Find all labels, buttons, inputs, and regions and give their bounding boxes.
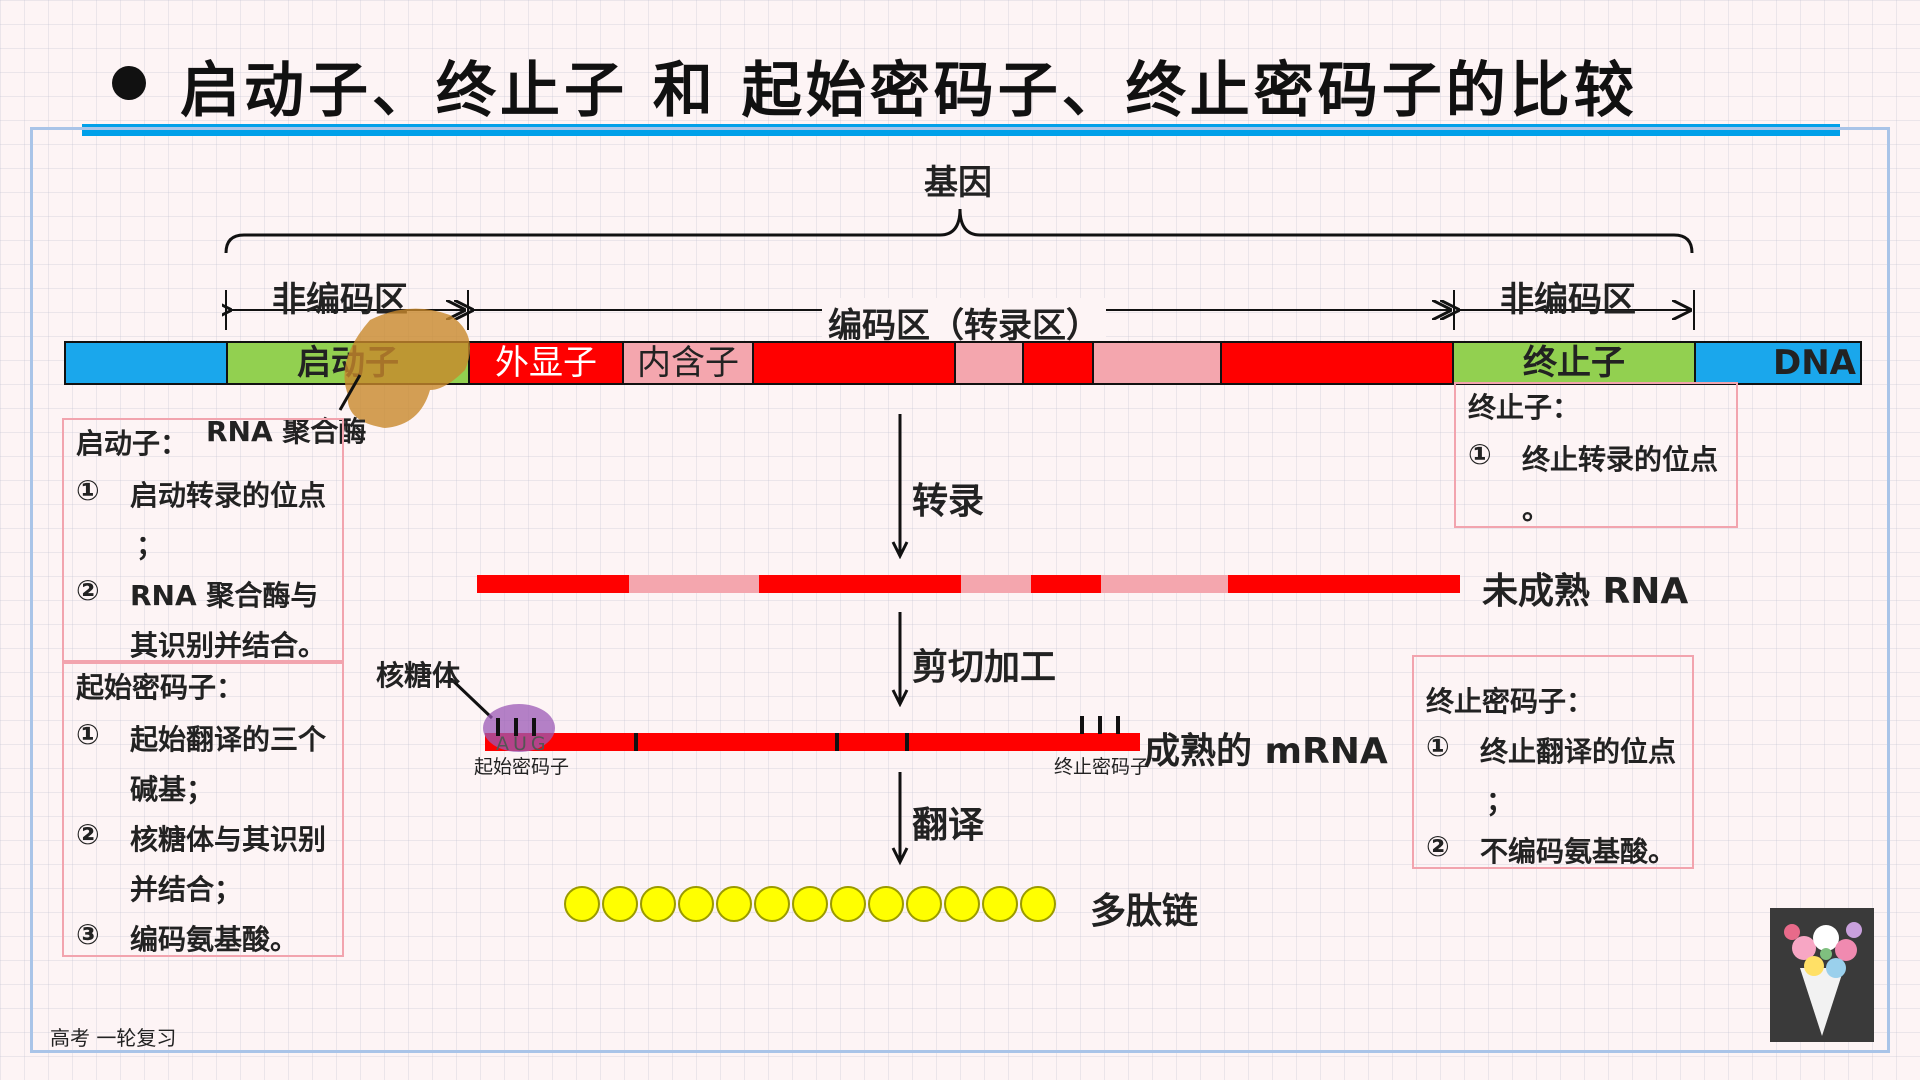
rna-polymerase-shape	[338, 308, 470, 428]
exon-segment	[1220, 341, 1456, 385]
translation-label: 翻译	[912, 805, 985, 846]
list-number: ②	[76, 574, 100, 607]
amino-acid-bead	[906, 886, 942, 922]
transcription-arrow	[891, 414, 909, 559]
terminator-segment: 终止子	[1452, 341, 1696, 385]
amino-acid-bead	[678, 886, 714, 922]
stop-codon-point-1-end: ；	[1486, 785, 1515, 818]
intron-segment	[954, 341, 1024, 385]
exon-segment	[752, 341, 956, 385]
rna-intron	[629, 575, 759, 593]
amino-acid-bead	[982, 886, 1018, 922]
mature-mrna-strand	[485, 733, 1140, 751]
rna-exon	[759, 575, 961, 593]
title-bullet	[112, 66, 146, 100]
rna-intron	[961, 575, 1031, 593]
start-codon-point-2: 核糖体与其识别	[130, 823, 327, 856]
start-codon-point-2-cont: 并结合；	[130, 873, 243, 906]
promoter-point-2-cont: 其识别并结合。	[130, 629, 327, 662]
dna-flank-right: DNA	[1694, 341, 1862, 385]
stop-codon-point-1: 终止翻译的位点	[1480, 735, 1677, 768]
rna-polymerase-label: RNA 聚合酶	[206, 415, 367, 448]
dna-flank-left	[64, 341, 228, 385]
footer-text: 高考 一轮复习	[50, 1026, 177, 1050]
promoter-point-1: 启动转录的位点	[130, 479, 327, 512]
start-codon-point-3: 编码氨基酸。	[130, 923, 299, 956]
amino-acid-bead	[830, 886, 866, 922]
rna-intron	[1101, 575, 1228, 593]
polypeptide-label: 多肽链	[1090, 891, 1199, 932]
ribosome-shape	[448, 678, 555, 752]
terminator-info-box	[1454, 382, 1738, 528]
stop-codon-label: 终止密码子	[1054, 756, 1150, 778]
content-frame	[30, 127, 1890, 1053]
start-codon-info-box	[62, 662, 344, 957]
promoter-point-1-end: ；	[136, 529, 165, 562]
terminator-point-1: 终止转录的位点	[1522, 443, 1719, 476]
list-number: ②	[1426, 830, 1450, 863]
promoter-box-title: 启动子：	[76, 427, 189, 460]
amino-acid-bead	[754, 886, 790, 922]
stop-codon-marks	[1080, 716, 1120, 734]
ribosome-label: 核糖体	[376, 659, 461, 692]
rna-exon	[1031, 575, 1101, 593]
amino-acid-bead	[640, 886, 676, 922]
promoter-point-2: RNA 聚合酶与	[130, 579, 319, 612]
intron-segment	[1092, 341, 1222, 385]
amino-acid-bead	[792, 886, 828, 922]
amino-acid-bead	[716, 886, 752, 922]
list-number: ③	[76, 918, 100, 951]
bouquet-image	[1770, 908, 1874, 1042]
processing-arrow	[891, 612, 909, 707]
exon-junction	[634, 733, 638, 751]
list-number: ①	[1426, 730, 1450, 763]
exon-junction	[905, 733, 909, 751]
gene-brace	[224, 208, 1694, 254]
gene-label: 基因	[924, 163, 992, 203]
promoter-info-box	[62, 418, 344, 662]
processing-label: 剪切加工	[912, 647, 1057, 688]
stop-codon-box-title: 终止密码子：	[1426, 685, 1595, 718]
intron-segment: 内含子	[622, 341, 754, 385]
noncoding-left-label: 非编码区	[272, 280, 408, 320]
transcription-label: 转录	[912, 481, 985, 522]
exon-segment: 外显子	[468, 341, 624, 385]
list-number: ①	[76, 474, 100, 507]
start-codon-point-1-cont: 碱基；	[130, 773, 215, 806]
noncoding-right-label: 非编码区	[1500, 280, 1636, 320]
list-number: ②	[76, 818, 100, 851]
start-codon-point-1: 起始翻译的三个	[130, 723, 327, 756]
start-codon-box-title: 起始密码子：	[76, 671, 245, 704]
list-number: ①	[76, 718, 100, 751]
translation-arrow	[891, 772, 909, 866]
aug-codon: AUG	[496, 733, 550, 755]
amino-acid-bead	[868, 886, 904, 922]
page-title: 启动子、终止子 和 起始密码子、终止密码子的比较	[180, 56, 1638, 126]
amino-acid-bead	[602, 886, 638, 922]
coding-region-label: 编码区（转录区）	[822, 298, 1106, 347]
immature-rna-label: 未成熟 RNA	[1482, 571, 1689, 612]
mature-mrna-label: 成熟的 mRNA	[1144, 731, 1388, 772]
rna-exon	[477, 575, 629, 593]
amino-acid-bead	[564, 886, 600, 922]
exon-junction	[835, 733, 839, 751]
exon-segment	[1022, 341, 1094, 385]
terminator-box-title: 终止子：	[1468, 391, 1581, 424]
amino-acid-bead	[944, 886, 980, 922]
stop-codon-info-box	[1412, 655, 1694, 869]
rna-exon	[1228, 575, 1460, 593]
terminator-point-1-end: 。	[1522, 493, 1551, 526]
list-number: ①	[1468, 438, 1492, 471]
amino-acid-bead	[1020, 886, 1056, 922]
stop-codon-point-2: 不编码氨基酸。	[1480, 835, 1677, 868]
start-codon-label: 起始密码子	[474, 756, 570, 778]
